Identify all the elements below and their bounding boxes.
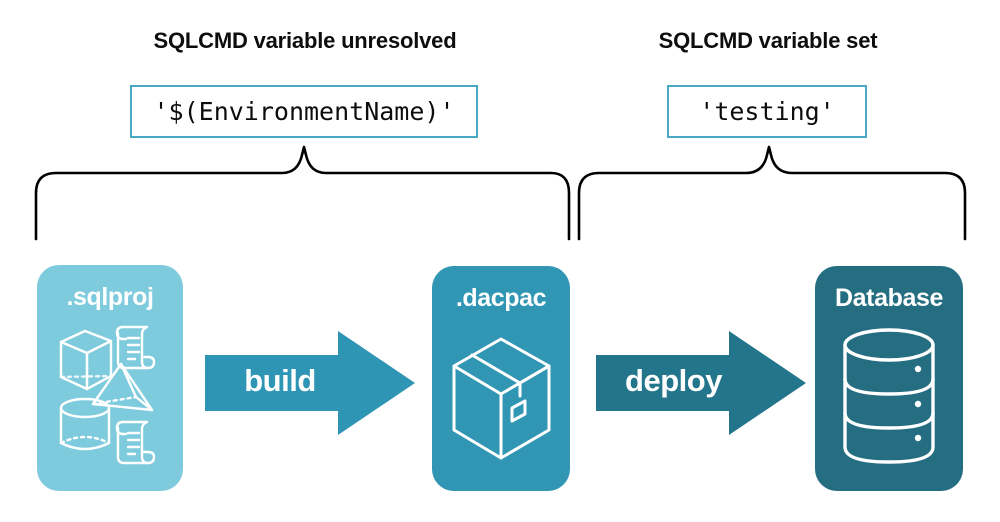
wireframe-pyramid-icon xyxy=(91,362,154,412)
heading-sqlcmd-set: SQLCMD variable set xyxy=(658,28,878,53)
scroll-script-icon xyxy=(115,420,156,465)
code-box-testing-value: 'testing' xyxy=(667,85,867,138)
package-box-icon xyxy=(452,337,551,460)
wireframe-cylinder-icon xyxy=(59,397,111,451)
arrow-build xyxy=(205,331,415,435)
arrow-deploy xyxy=(596,331,806,435)
arrow-build-shape xyxy=(205,331,415,435)
dacpac-artwork xyxy=(452,337,551,460)
wireframe-cube-icon xyxy=(59,329,113,391)
database-artwork xyxy=(843,328,935,464)
scroll-script-icon xyxy=(115,325,156,370)
stage-label-sqlproj: .sqlproj xyxy=(66,283,154,311)
code-box-environment-name: '$(EnvironmentName)' xyxy=(130,85,478,138)
arrow-build-label: build xyxy=(244,363,316,398)
stage-label-database: Database xyxy=(835,284,943,312)
heading-sqlcmd-unresolved: SQLCMD variable unresolved xyxy=(153,28,457,53)
stage-box-dacpac: .dacpac xyxy=(432,266,570,491)
arrow-deploy-label: deploy xyxy=(625,363,722,398)
curly-brace-left xyxy=(34,145,571,241)
database-cylinder-icon xyxy=(843,328,935,464)
arrow-deploy-shape xyxy=(596,331,806,435)
stage-box-database: Database xyxy=(815,266,963,491)
stage-label-dacpac: .dacpac xyxy=(455,284,547,312)
stage-box-sqlproj: .sqlproj xyxy=(37,265,183,491)
curly-brace-right xyxy=(577,145,967,241)
sqlproj-artwork xyxy=(59,325,156,465)
